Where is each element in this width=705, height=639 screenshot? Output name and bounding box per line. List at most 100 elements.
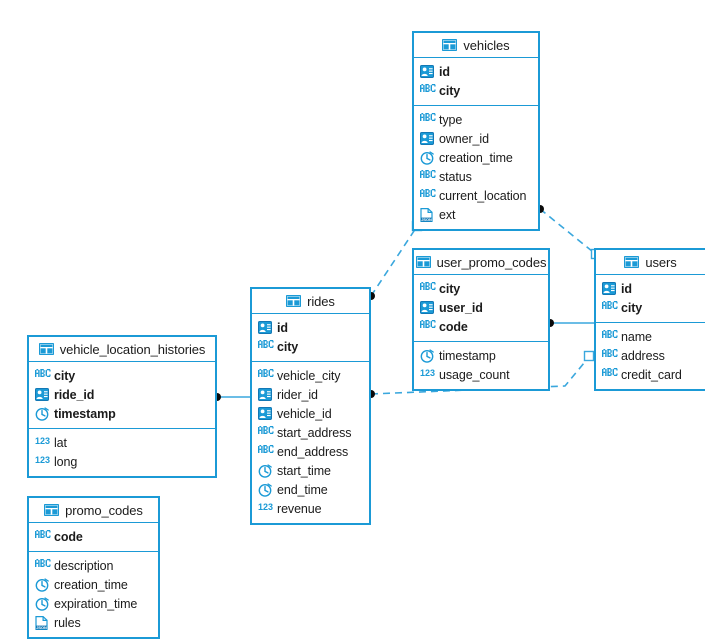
abc-icon	[420, 188, 436, 203]
field-group: 123 lat 123 long	[29, 429, 215, 476]
field-label: long	[54, 454, 78, 469]
field-row[interactable]: type	[414, 110, 538, 129]
clock-icon	[35, 596, 49, 611]
entity-title: vehicles	[463, 37, 510, 53]
field-row[interactable]: timestamp	[29, 404, 215, 423]
field-label: credit_card	[621, 367, 682, 382]
field-label: usage_count	[439, 367, 510, 382]
entity-header-users[interactable]: users	[596, 250, 705, 275]
field-row[interactable]: 123 long	[29, 452, 215, 471]
field-row[interactable]: id	[252, 318, 369, 337]
clock-icon	[420, 348, 434, 363]
field-label: city	[621, 300, 643, 315]
abc-icon	[420, 281, 436, 296]
entity-vehicle_location_histories[interactable]: vehicle_location_histories city ride_id	[27, 335, 217, 478]
field-row[interactable]: name	[596, 327, 705, 346]
field-row[interactable]: JSON rules	[29, 613, 158, 632]
123-icon: 123	[35, 455, 50, 469]
field-label: city	[439, 281, 461, 296]
clock-icon	[258, 482, 272, 497]
entity-promo_codes[interactable]: promo_codes code des	[27, 496, 160, 639]
relationship-vehicles-rides[interactable]	[370, 227, 417, 297]
table-icon	[44, 504, 60, 516]
svg-text:123: 123	[35, 455, 50, 464]
field-row[interactable]: id	[596, 279, 705, 298]
relationship-vehicles-users[interactable]	[539, 208, 599, 257]
field-label: rider_id	[277, 387, 318, 402]
entity-title: promo_codes	[65, 502, 143, 518]
field-row[interactable]: rider_id	[252, 385, 369, 404]
primary-key-group: city user_id code	[414, 275, 548, 342]
table-icon	[38, 343, 54, 355]
svg-text:JSON: JSON	[421, 217, 432, 222]
svg-text:123: 123	[35, 436, 50, 445]
field-row[interactable]: creation_time	[29, 575, 158, 594]
field-row[interactable]: credit_card	[596, 365, 705, 384]
abc-icon	[420, 169, 436, 184]
field-row[interactable]: id	[414, 62, 538, 81]
field-row[interactable]: ride_id	[29, 385, 215, 404]
field-row[interactable]: expiration_time	[29, 594, 158, 613]
field-row[interactable]: end_time	[252, 480, 369, 499]
field-row[interactable]: status	[414, 167, 538, 186]
abc-icon	[602, 329, 618, 344]
field-row[interactable]: user_id	[414, 298, 548, 317]
abc-icon	[35, 558, 51, 573]
field-row[interactable]: city	[414, 81, 538, 100]
entity-header-vehicle_location_histories[interactable]: vehicle_location_histories	[29, 337, 215, 362]
field-row[interactable]: vehicle_id	[252, 404, 369, 423]
field-row[interactable]: end_address	[252, 442, 369, 461]
field-row[interactable]: timestamp	[414, 346, 548, 365]
relationship-rides-users[interactable]	[370, 356, 590, 395]
entity-header-vehicles[interactable]: vehicles	[414, 33, 538, 58]
field-row[interactable]: city	[596, 298, 705, 317]
field-row[interactable]: city	[29, 366, 215, 385]
123-icon: 123	[35, 436, 50, 450]
field-row[interactable]: creation_time	[414, 148, 538, 167]
entity-vehicles[interactable]: vehicles id city	[412, 31, 540, 231]
field-row[interactable]: city	[414, 279, 548, 298]
field-label: end_address	[277, 444, 349, 459]
entity-header-promo_codes[interactable]: promo_codes	[29, 498, 158, 523]
entity-user_promo_codes[interactable]: user_promo_codes city user_id	[412, 248, 550, 391]
field-row[interactable]: vehicle_city	[252, 366, 369, 385]
entity-title: users	[645, 254, 677, 270]
field-group: vehicle_city rider_id vehicle_id	[252, 362, 369, 523]
123-icon: 123	[420, 368, 435, 382]
id-card-icon	[420, 300, 434, 315]
field-row[interactable]: start_time	[252, 461, 369, 480]
field-row[interactable]: 123 lat	[29, 433, 215, 452]
entity-header-rides[interactable]: rides	[252, 289, 369, 314]
field-row[interactable]: description	[29, 556, 158, 575]
abc-icon	[35, 529, 51, 544]
table-icon	[624, 256, 640, 268]
field-label: lat	[54, 435, 67, 450]
field-label: city	[54, 368, 76, 383]
id-card-icon	[258, 406, 272, 421]
abc-icon	[602, 367, 618, 382]
entity-header-user_promo_codes[interactable]: user_promo_codes	[414, 250, 548, 275]
field-row[interactable]: 123 usage_count	[414, 365, 548, 384]
field-row[interactable]: JSON ext	[414, 205, 538, 224]
field-row[interactable]: owner_id	[414, 129, 538, 148]
field-row[interactable]: start_address	[252, 423, 369, 442]
field-row[interactable]: city	[252, 337, 369, 356]
field-row[interactable]: code	[414, 317, 548, 336]
field-row[interactable]: current_location	[414, 186, 538, 205]
table-icon	[442, 39, 458, 51]
field-label: id	[621, 281, 632, 296]
field-label: start_address	[277, 425, 352, 440]
id-card-icon	[35, 387, 49, 402]
field-row[interactable]: 123 revenue	[252, 499, 369, 518]
id-card-icon	[258, 320, 272, 335]
field-label: ext	[439, 207, 456, 222]
abc-icon	[420, 319, 436, 334]
field-label: description	[54, 558, 114, 573]
entity-rides[interactable]: rides id city	[250, 287, 371, 525]
field-label: type	[439, 112, 463, 127]
abc-icon	[420, 83, 436, 98]
field-label: rules	[54, 615, 81, 630]
field-row[interactable]: address	[596, 346, 705, 365]
field-row[interactable]: code	[29, 527, 158, 546]
entity-users[interactable]: users id city	[594, 248, 705, 391]
